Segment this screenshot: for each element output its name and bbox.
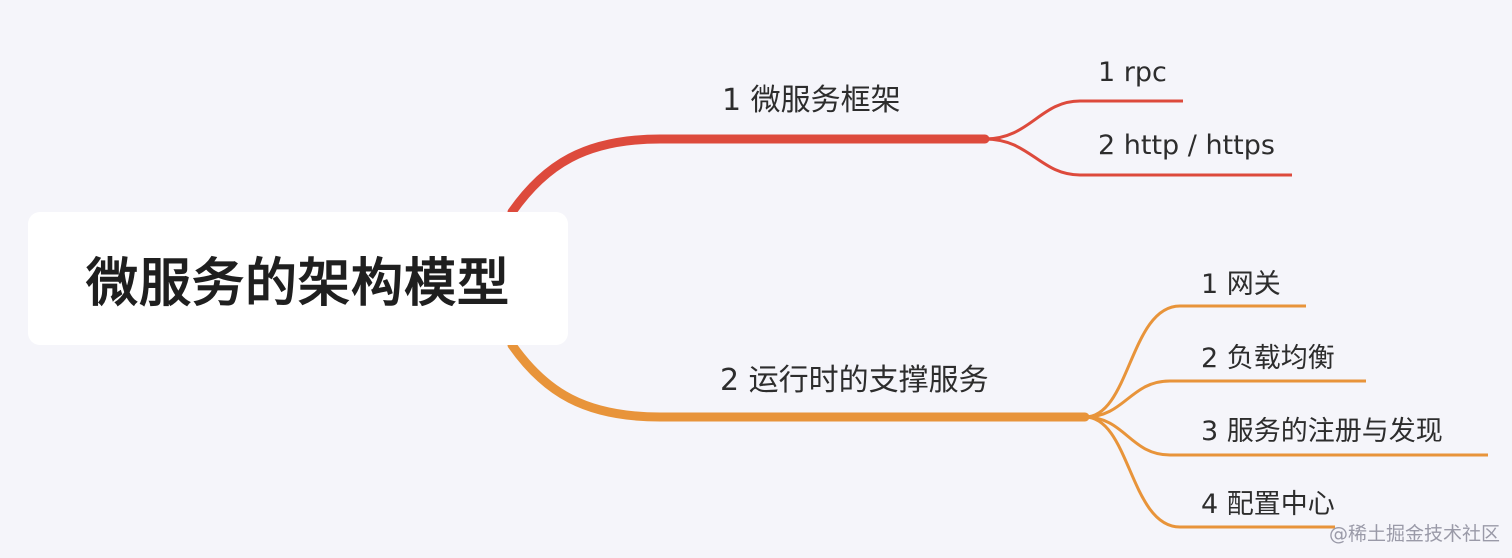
sub-connector-gateway [1084, 304, 1306, 419]
leaf-node-http[interactable]: 2 http / https [1098, 130, 1275, 161]
root-node[interactable]: 微服务的架构模型 [28, 212, 568, 345]
branch-connector-runtime [507, 340, 1090, 422]
leaf-node-gateway[interactable]: 1 网关 [1201, 269, 1281, 300]
sub-connector-http [984, 137, 1292, 177]
watermark: @稀土掘金技术社区 [1328, 523, 1500, 545]
branch-node-framework[interactable]: 1 微服务框架 [722, 83, 901, 118]
sub-connector-load-balance [1084, 379, 1366, 419]
leaf-node-rpc[interactable]: 1 rpc [1098, 57, 1167, 88]
sub-connector-registry [1084, 415, 1488, 457]
branch-node-runtime[interactable]: 2 运行时的支撑服务 [720, 363, 989, 398]
sub-connector-rpc [984, 99, 1183, 141]
leaf-node-config[interactable]: 4 配置中心 [1201, 489, 1335, 520]
sub-connector-config [1084, 415, 1335, 529]
root-node-label: 微服务的架构模型 [85, 254, 510, 314]
leaf-node-load-balance[interactable]: 2 负载均衡 [1201, 343, 1335, 374]
branch-connector-framework [507, 134, 990, 217]
leaf-node-registry[interactable]: 3 服务的注册与发现 [1201, 416, 1443, 447]
